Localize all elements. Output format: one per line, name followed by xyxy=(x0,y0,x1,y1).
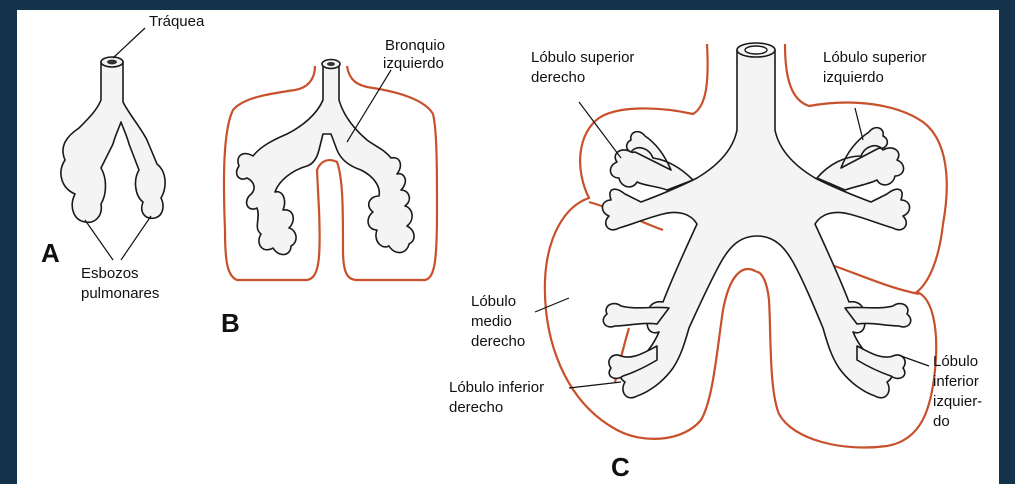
stage-c-lobed-lungs: Lóbulo superior derecho Lóbulo superior … xyxy=(449,43,982,482)
stage-a-letter: A xyxy=(41,238,60,268)
lung-development-diagram: Tráquea A Esbozos pulmonares Bronquio iz… xyxy=(17,10,999,484)
label-lsl-line2: izquierdo xyxy=(823,69,884,86)
leader-left-upper-lobe xyxy=(855,108,863,140)
label-trachea: Tráquea xyxy=(149,13,205,30)
stage-b-lumen xyxy=(327,62,335,66)
label-lil-line2: inferior xyxy=(933,373,979,390)
leader-trachea xyxy=(113,28,145,58)
leader-right-lower-lobe xyxy=(569,382,621,388)
label-bronchus-line2: izquierdo xyxy=(383,55,444,72)
stage-c-right-upper-branches xyxy=(610,132,693,190)
label-buds-line1: Esbozos xyxy=(81,265,139,282)
leader-buds-left xyxy=(85,220,113,260)
label-rml-line2: medio xyxy=(471,313,512,330)
label-lil-line3: izquier- xyxy=(933,393,982,410)
stage-b-bronchi xyxy=(237,64,415,255)
stage-a-lumen xyxy=(107,60,117,65)
leader-buds-right xyxy=(121,216,151,260)
label-lil-line4: do xyxy=(933,413,950,430)
stage-c-left-upper-branches xyxy=(817,128,904,190)
stage-b-bronchial-tree: Bronquio izquierdo B xyxy=(221,37,445,338)
leader-right-middle-lobe xyxy=(535,298,569,312)
figure-panel: Tráquea A Esbozos pulmonares Bronquio iz… xyxy=(17,10,999,484)
label-rml-line1: Lóbulo xyxy=(471,293,516,310)
label-lsl-line1: Lóbulo superior xyxy=(823,49,926,66)
label-buds-line2: pulmonares xyxy=(81,285,159,302)
label-lil-line1: Lóbulo xyxy=(933,353,978,370)
stage-a-lung-buds: Tráquea A Esbozos pulmonares xyxy=(41,13,205,302)
stage-c-letter: C xyxy=(611,452,630,482)
label-bronchus-line1: Bronquio xyxy=(385,37,445,54)
stage-a-trachea-and-buds xyxy=(61,62,165,222)
label-rsl-line2: derecho xyxy=(531,69,585,86)
label-ril-line1: Lóbulo inferior xyxy=(449,379,544,396)
stage-c-lumen xyxy=(745,46,767,54)
stage-b-letter: B xyxy=(221,308,240,338)
label-rml-line3: derecho xyxy=(471,333,525,350)
label-rsl-line1: Lóbulo superior xyxy=(531,49,634,66)
label-ril-line2: derecho xyxy=(449,399,503,416)
